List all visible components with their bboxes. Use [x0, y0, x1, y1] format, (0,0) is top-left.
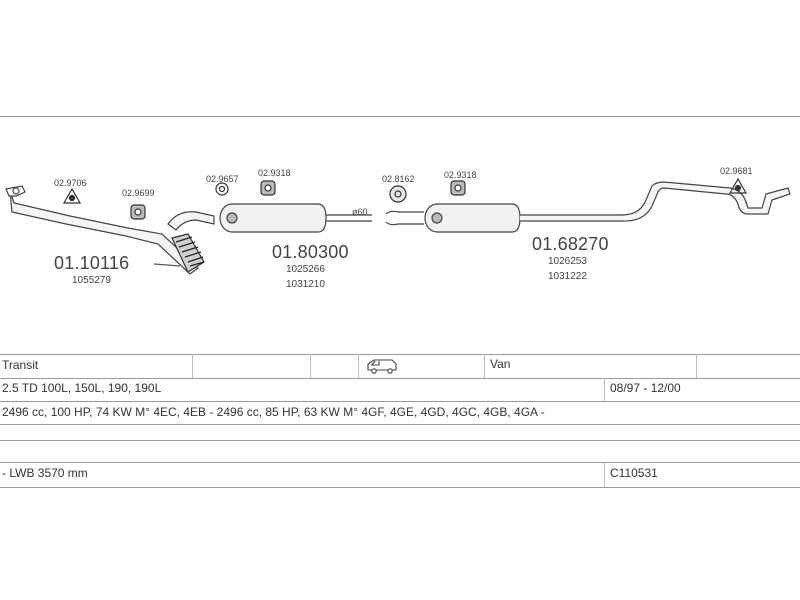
front-flange — [5, 185, 26, 197]
mount-icon — [450, 180, 466, 196]
mount-icon — [260, 180, 276, 196]
clamp-code: 02.9706 — [54, 178, 87, 188]
table-border — [0, 424, 800, 425]
table-divider — [696, 354, 697, 378]
pipe-diameter-label: ø60 — [352, 207, 368, 217]
clamp-code: 02.9657 — [206, 174, 239, 184]
clamp-code: 02.9318 — [444, 170, 477, 180]
exhaust-drawing — [5, 177, 791, 275]
engine-codes: 2496 cc, 100 HP, 74 KW M° 4EC, 4EB - 249… — [2, 405, 545, 419]
table-divider — [604, 462, 605, 487]
diagram-top-border — [0, 116, 800, 117]
clamp-code: 02.9699 — [122, 188, 155, 198]
table-border — [0, 462, 800, 463]
ring-clamp-icon — [389, 185, 407, 203]
flex-bellow — [171, 233, 205, 273]
part-ref: 1025266 — [286, 264, 325, 275]
triangle-clamp-icon — [62, 187, 82, 204]
table-border — [0, 440, 800, 441]
table-border — [0, 354, 800, 355]
table-border — [0, 487, 800, 488]
exhaust-diagram: 02.9706 02.9699 02.9657 02.9318 02.8162 … — [0, 116, 800, 356]
ring-clamp-icon — [215, 182, 229, 196]
table-border — [0, 401, 800, 402]
catalog-code: C110531 — [610, 466, 658, 480]
table-divider — [192, 354, 193, 378]
table-divider — [310, 354, 311, 378]
table-divider — [604, 378, 605, 401]
part-ref: 1031210 — [286, 279, 325, 290]
clamp-code: 02.9681 — [720, 166, 753, 176]
part-number: 01.80300 — [272, 242, 349, 262]
middle-silencer — [219, 203, 372, 233]
van-icon — [366, 358, 398, 377]
production-dates: 08/97 - 12/00 — [610, 381, 681, 395]
wheelbase: - LWB 3570 mm — [2, 466, 88, 480]
table-divider — [484, 354, 485, 378]
model-name: Transit — [2, 358, 39, 372]
part-ref: 1055279 — [72, 275, 111, 286]
part-number: 01.68270 — [532, 234, 609, 254]
part-ref: 1031222 — [548, 271, 587, 282]
clamp-code: 02.9318 — [258, 168, 291, 178]
part-number: 01.10116 — [54, 253, 130, 273]
intermediate-bend — [167, 211, 215, 231]
table-border — [0, 378, 800, 379]
model-variants: 2.5 TD 100L, 150L, 190, 190L — [2, 381, 162, 395]
rear-silencer — [385, 181, 791, 233]
triangle-clamp-icon — [728, 177, 748, 194]
mount-icon — [130, 204, 146, 220]
front-pipe — [9, 190, 199, 275]
body-type: Van — [490, 357, 511, 371]
clamp-code: 02.8162 — [382, 174, 415, 184]
part-ref: 1026253 — [548, 256, 587, 267]
table-divider — [358, 354, 359, 378]
